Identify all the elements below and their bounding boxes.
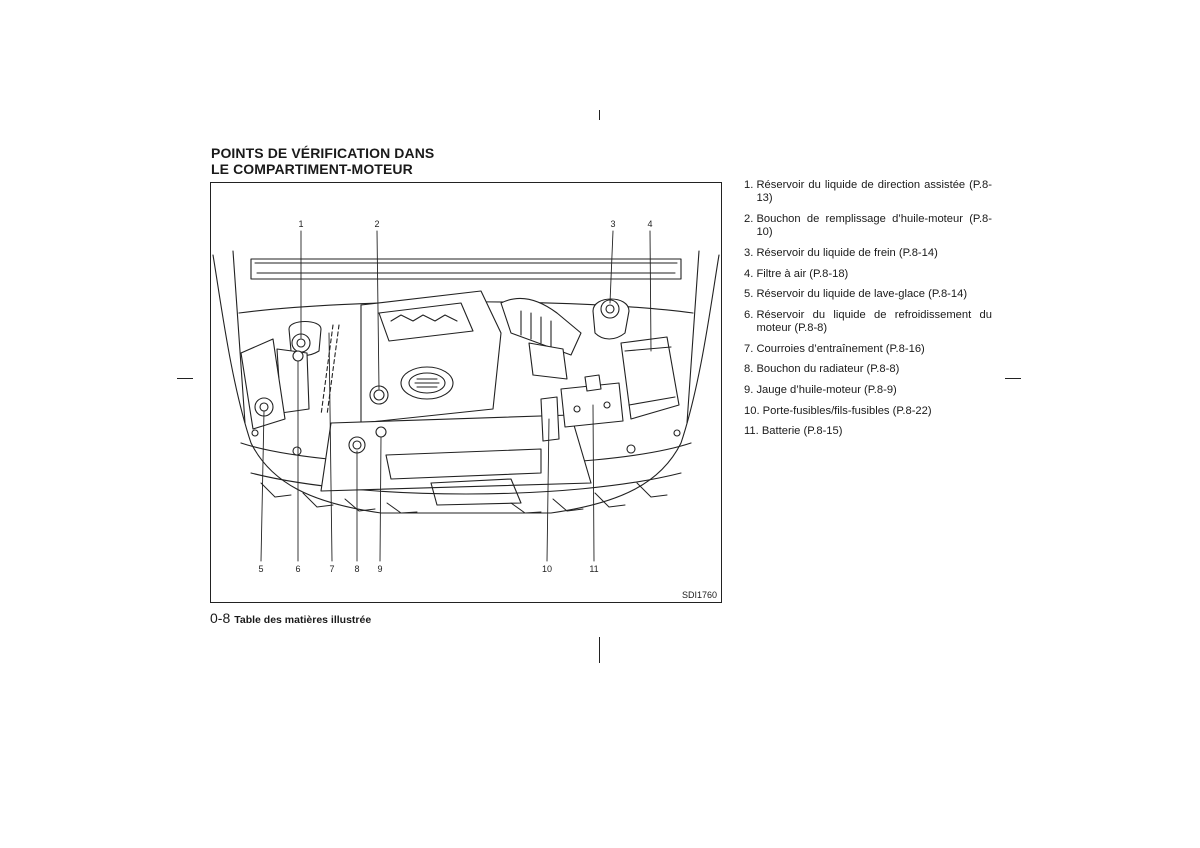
page-title: POINTS DE VÉRIFICATION DANS LE COMPARTIM… [211, 145, 434, 177]
callout-11: 11 [589, 564, 598, 574]
list-item: 2. Bouchon de remplissage d’huile-moteur… [744, 213, 992, 239]
list-item: 8. Bouchon du radiateur (P.8-8) [744, 363, 900, 376]
list-item: 9. Jauge d’huile-moteur (P.8-9) [744, 383, 897, 396]
list-item: 5. Réservoir du liquide de lave-glace (P… [744, 288, 968, 301]
callout-5: 5 [258, 564, 263, 574]
callout-1: 1 [298, 219, 303, 229]
callout-2: 2 [374, 219, 379, 229]
callout-6: 6 [295, 564, 300, 574]
list-item: 1. Réservoir du liquide de direction ass… [744, 179, 992, 205]
section-title: Table des matières illustrée [234, 614, 372, 626]
figure-code: SDI1760 [681, 590, 717, 600]
crop-mark-bottom [599, 637, 600, 663]
crop-mark-right [1005, 378, 1021, 379]
list-item: 3. Réservoir du liquide de frein (P.8-14… [744, 247, 938, 259]
callout-10: 10 [542, 564, 552, 574]
callout-9: 9 [377, 564, 382, 574]
crop-mark-left [177, 378, 193, 379]
callout-8: 8 [354, 564, 359, 574]
list-item: 6. Réservoir du liquide de refroidisseme… [744, 308, 992, 335]
callout-7: 7 [329, 564, 334, 574]
list-item: 11. Batterie (P.8-15) [744, 425, 843, 438]
callout-4: 4 [647, 219, 652, 229]
page-title-line-1: POINTS DE VÉRIFICATION DANS [211, 145, 435, 161]
page-title-line-2: LE COMPARTIMENT-MOTEUR [211, 161, 413, 177]
checkpoint-list: 1. Réservoir du liquide de direction ass… [744, 179, 992, 446]
engine-compartment-figure: 1 2 3 4 5 6 7 8 9 10 11 SDI1760 [210, 182, 722, 603]
engine-compartment-illustration: 1 2 3 4 5 6 7 8 9 10 11 [212, 219, 720, 574]
list-item: 10. Porte-fusibles/fils-fusibles (P.8-22… [744, 404, 932, 417]
crop-mark-top [599, 110, 600, 120]
page-number: 0-8 [210, 610, 231, 626]
list-item: 4. Filtre à air (P.8-18) [744, 267, 849, 280]
callout-3: 3 [610, 219, 615, 229]
list-item: 7. Courroies d’entraînement (P.8-16) [744, 342, 925, 355]
